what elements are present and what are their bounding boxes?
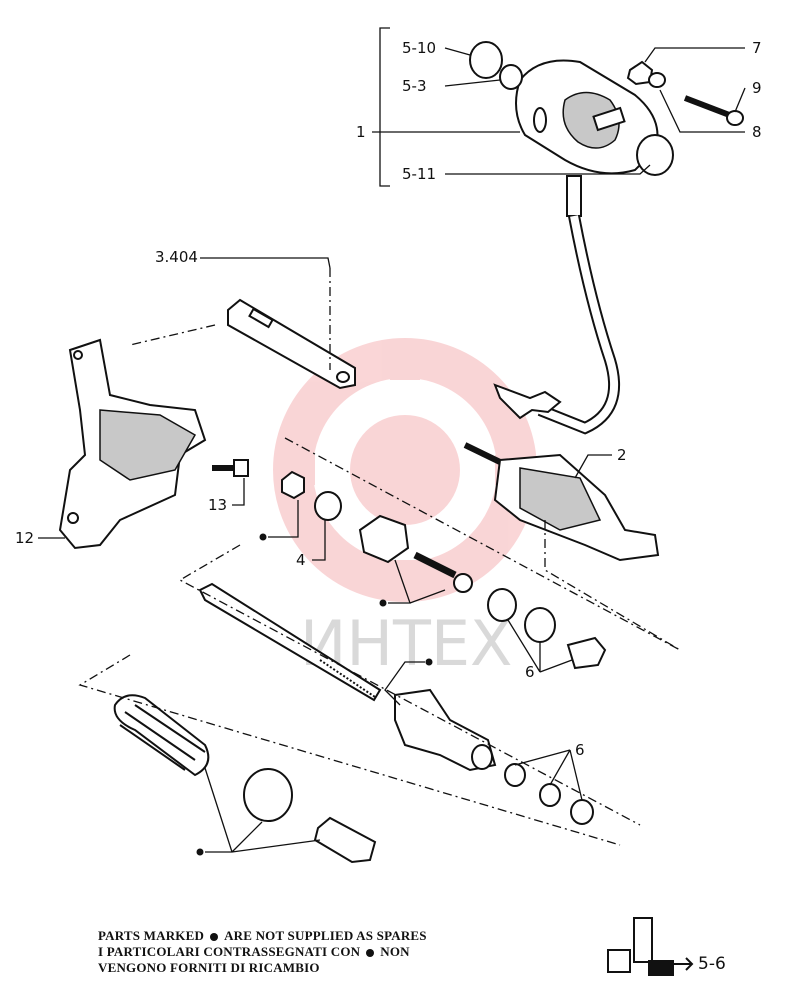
callout-6b: 6: [575, 741, 585, 759]
leader-7: [644, 47, 745, 63]
o-ring-5-3: [499, 64, 523, 90]
callout-2: 2: [617, 446, 627, 464]
callout-3-404: 3.404: [155, 248, 198, 266]
section-reference-icon: [607, 917, 694, 976]
callout-9: 9: [752, 79, 762, 97]
note-line-1-start: PARTS MARKED: [98, 928, 205, 943]
leader-dot-4: [204, 767, 321, 853]
no-spare-dot-2: [379, 599, 387, 607]
o-ring-5-11: [636, 134, 674, 176]
callout-7: 7: [752, 39, 762, 57]
no-spare-dot-4: [196, 848, 204, 856]
o-ring-5-10: [469, 41, 503, 79]
steering-arm: [58, 338, 207, 550]
leader-5-10: [444, 47, 471, 56]
leader-13: [232, 478, 245, 506]
leader-2: [574, 454, 612, 479]
leader-dot-3: [384, 661, 425, 706]
note-dot-icon-2: [366, 948, 375, 957]
no-spare-dot-3: [425, 658, 433, 666]
callout-6a: 6: [525, 663, 535, 681]
callout-1: 1: [356, 123, 366, 141]
power-cylinder: [463, 442, 660, 562]
callout-8: 8: [752, 123, 762, 141]
leader-dot-1: [268, 500, 299, 538]
piston-rod: [198, 582, 382, 702]
note-line-2-end: NON: [380, 944, 410, 959]
ring-small-2: [539, 783, 561, 807]
nut-small: [281, 470, 305, 500]
watermark-logo: [273, 338, 537, 602]
washer-8: [648, 72, 666, 88]
leader-9: [734, 87, 746, 113]
hydraulic-hose: [493, 175, 621, 435]
callout-12: 12: [15, 529, 34, 547]
leader-6a: [507, 619, 573, 673]
note-line-1-end: ARE NOT SUPPLIED AS SPARES: [224, 928, 427, 943]
callout-5-3: 5-3: [402, 77, 427, 95]
leader-5-11: [445, 164, 651, 175]
callout-5-11: 5-11: [402, 165, 436, 183]
screw-9: [683, 95, 744, 126]
group-line-4: [129, 324, 216, 346]
note-line-1: PARTS MARKED ARE NOT SUPPLIED AS SPARES: [98, 928, 427, 944]
seal-ring-2: [524, 607, 556, 643]
group-line-6: [544, 520, 681, 651]
note-line-2: I PARTICOLARI CONTRASSEGNATI CON NON: [98, 944, 427, 960]
bushing-4: [314, 491, 342, 521]
leader-5-3: [444, 79, 501, 87]
sleeve: [566, 636, 607, 670]
ring-small-1: [504, 763, 526, 787]
callout-5-10: 5-10: [402, 39, 436, 57]
group-line-3: [78, 654, 621, 846]
note-dot-icon: [210, 932, 219, 941]
callout-13: 13: [208, 496, 227, 514]
ring-small-3: [570, 799, 594, 825]
stud-bolt: [413, 551, 473, 593]
group-line-2: [178, 544, 641, 826]
note-line-2-start: I PARTICOLARI CONTRASSEGNATI CON: [98, 944, 361, 959]
leader-dot-2: [388, 559, 446, 604]
thrust-washer: [243, 768, 293, 822]
leader-6b: [514, 749, 583, 801]
bracket: [379, 27, 390, 187]
linkage-bar: [227, 298, 356, 390]
leader-3-404: [200, 257, 331, 269]
coil-spring: [113, 694, 210, 777]
nut-large: [358, 514, 410, 564]
leader-8: [659, 89, 745, 133]
spares-note: PARTS MARKED ARE NOT SUPPLIED AS SPARES I…: [98, 928, 427, 976]
pin-sleeve: [313, 816, 377, 864]
note-line-3: VENGONO FORNITI DI RICAMBIO: [98, 960, 320, 975]
tapered-housing: [394, 688, 497, 772]
no-spare-dot-1: [259, 533, 267, 541]
section-reference-label: 5-6: [698, 954, 726, 974]
leader-4: [312, 520, 326, 561]
callout-4: 4: [296, 551, 306, 569]
bolt-13: [212, 459, 249, 477]
seal-ring-1: [487, 588, 517, 622]
